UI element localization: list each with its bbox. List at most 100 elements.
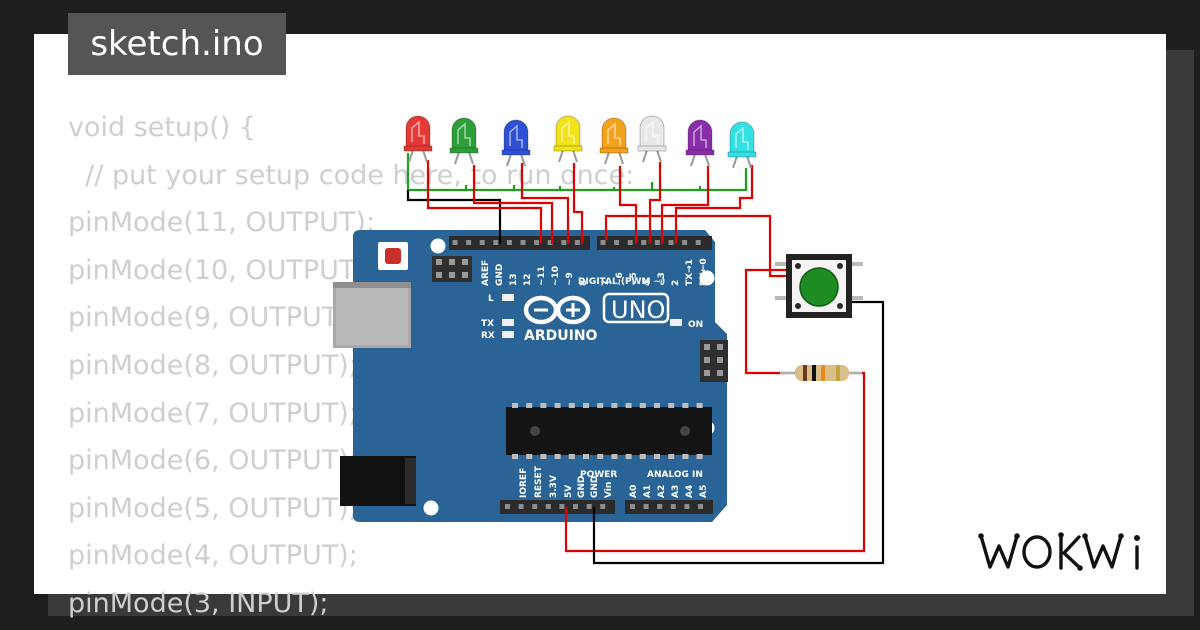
led-l-label: L <box>488 294 494 304</box>
red-led[interactable] <box>403 115 433 163</box>
red-wire-pin6 <box>648 162 662 244</box>
top-pin-label: TX→1 <box>685 259 695 286</box>
mounting-hole <box>699 270 715 286</box>
mounting-hole <box>430 238 446 254</box>
wires <box>406 153 885 565</box>
red-wire-pin8 <box>572 163 584 244</box>
atmega-chip <box>506 403 712 459</box>
red-wire-pin10 <box>472 165 554 244</box>
bottom-pin-label: IOREF <box>519 468 529 498</box>
red-wire-pin5 <box>660 166 710 244</box>
red-wire-pin4 <box>674 165 754 244</box>
red-wire-pin11 <box>426 160 543 244</box>
analog-header <box>625 500 713 514</box>
wokwi-logo-icon <box>978 532 1140 571</box>
blue-led[interactable] <box>501 119 531 167</box>
top-pin-label: 13 <box>509 273 519 286</box>
digital-header-left <box>449 236 590 250</box>
bottom-pin-label: Vin <box>604 482 614 498</box>
code-line: pinMode(3, INPUT); <box>68 587 329 619</box>
yellow-led[interactable] <box>553 115 583 163</box>
code-editor[interactable]: void setup() { // put your setup code he… <box>68 104 634 628</box>
top-pin-label: GND <box>495 264 505 286</box>
cyan-led[interactable] <box>727 121 757 169</box>
red-wire-button-resistor <box>744 268 800 375</box>
usb-connector <box>333 282 411 348</box>
dc-power-jack <box>340 456 416 506</box>
bottom-pin-label: A5 <box>699 485 709 498</box>
top-pin-label: ~3 <box>657 272 667 286</box>
bottom-pin-label: RESET <box>534 465 544 498</box>
icsp-header <box>432 256 472 282</box>
green-wire-ground-bus <box>406 153 748 192</box>
black-wire-gnd <box>406 190 502 244</box>
bottom-pin-label: A2 <box>657 485 667 498</box>
analog-header-label: ANALOG IN <box>647 470 703 480</box>
led-rx <box>502 331 514 338</box>
white-led[interactable] <box>637 115 667 163</box>
led-rx-label: RX <box>481 331 495 341</box>
pushbutton[interactable] <box>775 254 863 318</box>
top-pin-labels: AREF GND 13 12 ~11 ~10 ~9 8 7 ~6 ~5 4 ~3 2 TX→1 RX←0 <box>481 258 709 286</box>
arduino-uno-board[interactable]: AREF GND 13 12 ~11 ~10 ~9 8 7 ~6 ~5 4 ~3 2 TX→1 RX←0 IO… <box>333 230 728 522</box>
top-pin-label: ~6 <box>615 272 625 286</box>
pushbutton-cap <box>799 267 839 307</box>
purple-led[interactable] <box>685 119 715 167</box>
red-wire-pin3-button <box>604 214 790 278</box>
top-pin-label: ~5 <box>629 272 639 286</box>
orange-led[interactable] <box>599 117 629 165</box>
led-tx-label: TX <box>481 319 494 329</box>
top-pin-label: AREF <box>481 260 491 286</box>
top-pin-holes <box>452 240 701 245</box>
board-model-text: UNO <box>611 296 665 324</box>
led-row[interactable] <box>403 115 757 169</box>
code-line: pinMode(8, OUTPUT); <box>68 349 358 381</box>
digital-header-label: DIGITAL (PWM ~) <box>578 277 665 287</box>
red-wire-pin7 <box>618 166 638 244</box>
top-pin-label: ~9 <box>565 272 575 286</box>
power-header <box>500 500 615 514</box>
red-wire-pin9 <box>520 163 570 244</box>
top-pin-label: 8 <box>579 280 589 286</box>
bottom-pin-label: GND <box>577 476 587 498</box>
green-led[interactable] <box>449 117 479 165</box>
resistor[interactable] <box>780 365 862 381</box>
file-tab[interactable]: sketch.ino <box>68 13 286 75</box>
code-line: pinMode(6, OUTPUT); <box>68 445 358 477</box>
led-tx <box>502 319 514 326</box>
led-on <box>670 319 682 326</box>
bottom-pin-label: A1 <box>643 485 653 498</box>
top-pin-label: ~11 <box>537 266 547 286</box>
bottom-pin-label: 5V <box>564 485 574 498</box>
code-line: pinMode(11, OUTPUT); <box>68 207 376 239</box>
bottom-pin-label: A0 <box>629 485 639 498</box>
top-pin-label: 7 <box>601 280 611 286</box>
icsp-header-right <box>700 340 728 382</box>
black-wire-gnd-button <box>592 300 885 565</box>
bottom-pin-holes <box>505 504 703 509</box>
top-pin-label: RX←0 <box>699 258 709 286</box>
uno-badge <box>602 292 670 324</box>
code-line: pinMode(4, OUTPUT); <box>68 540 358 572</box>
bottom-pin-label: GND <box>590 476 600 498</box>
mounting-hole <box>423 500 439 516</box>
code-line: void setup() { <box>68 112 257 143</box>
bottom-pin-label: A3 <box>671 485 681 498</box>
top-pin-label: 2 <box>671 280 681 286</box>
wokwi-logo <box>976 527 1152 575</box>
top-pin-label: ~10 <box>551 266 561 286</box>
arduino-logo-icon <box>523 295 591 325</box>
power-header-label: POWER <box>580 470 617 480</box>
bottom-pin-label: 3.3V <box>549 475 559 498</box>
code-line: pinMode(5, OUTPUT); <box>68 492 358 524</box>
arduino-logo-symbols <box>534 303 580 317</box>
top-pin-label: 12 <box>523 273 533 286</box>
reset-button[interactable] <box>378 242 408 270</box>
digital-header-right <box>597 236 712 250</box>
code-line: pinMode(7, OUTPUT); <box>68 397 358 429</box>
led-l <box>502 294 514 301</box>
top-pin-label: 4 <box>643 280 653 286</box>
bottom-pin-label: A4 <box>685 485 695 498</box>
